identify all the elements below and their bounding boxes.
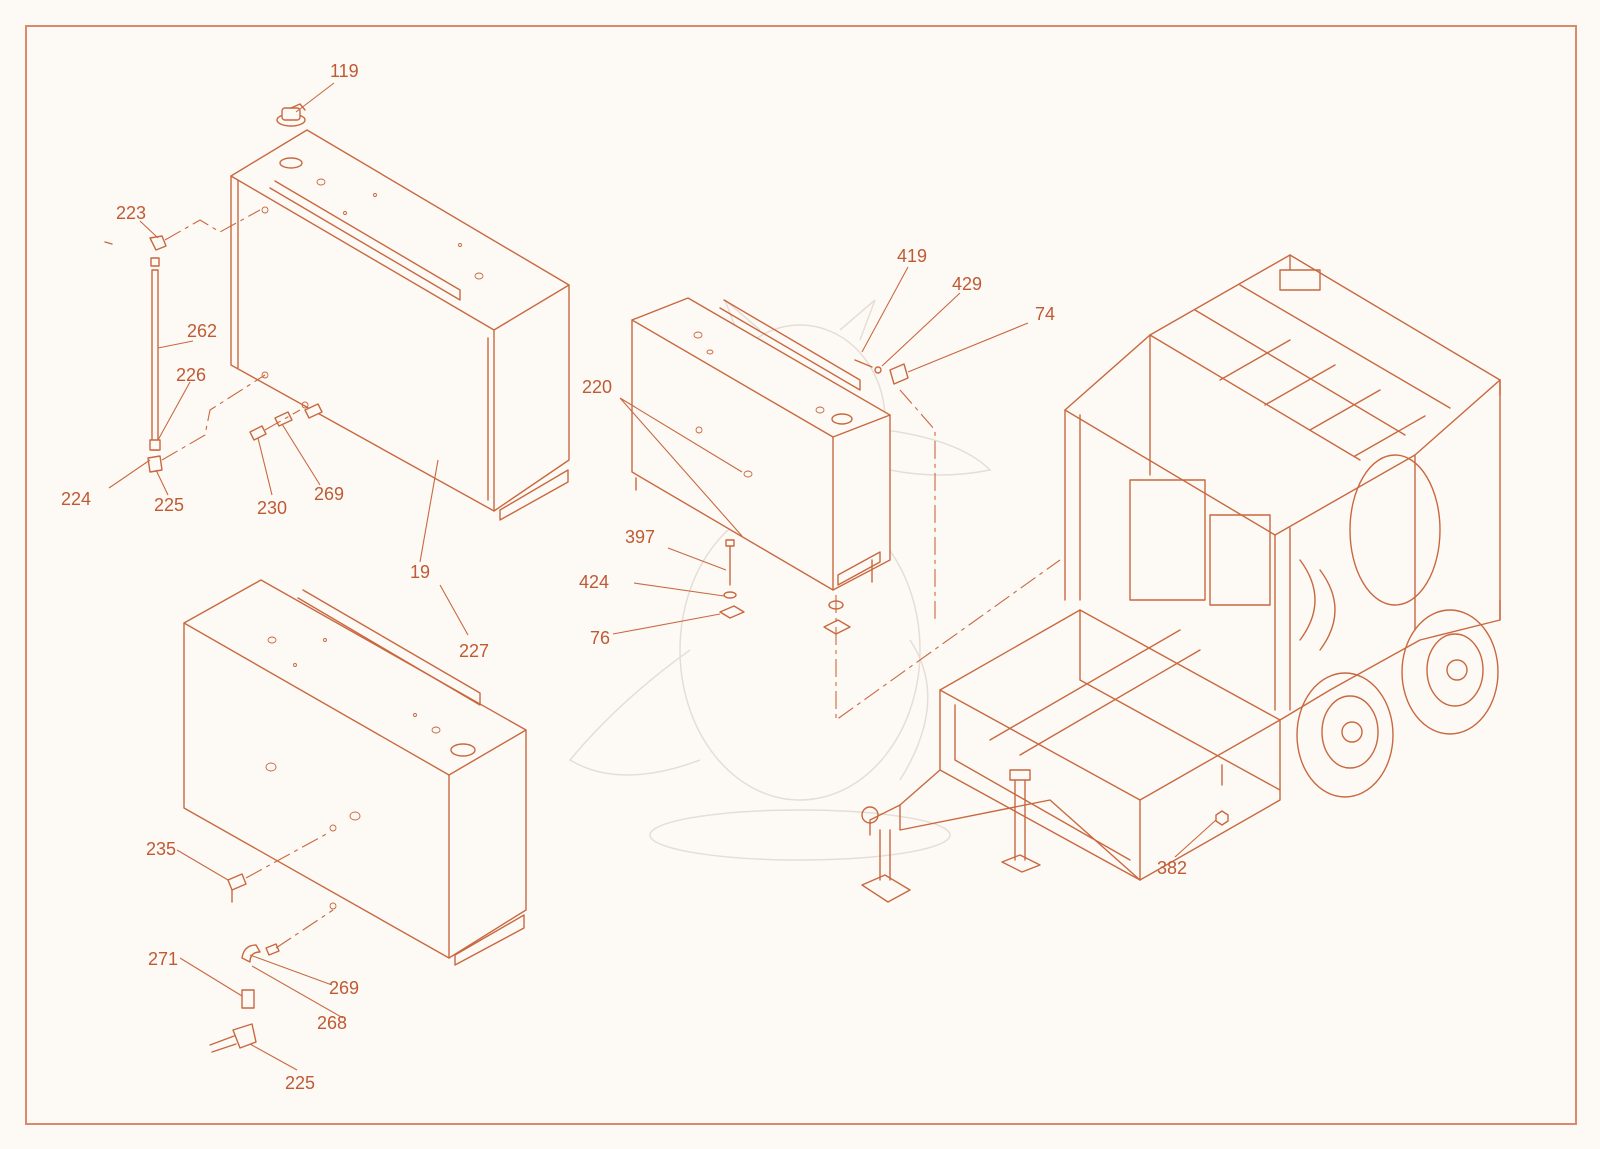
- bracket-hardware: [854, 359, 936, 620]
- mounting-hardware: [719, 539, 1061, 722]
- callout-74: 74: [1035, 304, 1055, 324]
- callout-labels: 119 223 262 226 224 225 230 269 19 227 2…: [61, 61, 1187, 1093]
- callout-271: 271: [148, 949, 178, 969]
- callout-227: 227: [459, 641, 489, 661]
- callout-230: 230: [257, 498, 287, 518]
- sight-gauge-assembly: [104, 209, 266, 473]
- callout-268: 268: [317, 1013, 347, 1033]
- callout-119: 119: [330, 61, 359, 81]
- callout-220: 220: [582, 377, 612, 397]
- callout-235: 235: [146, 839, 176, 859]
- callout-223: 223: [116, 203, 146, 223]
- callout-262: 262: [187, 321, 217, 341]
- callout-429: 429: [952, 274, 982, 294]
- callout-424: 424: [579, 572, 609, 592]
- callout-225-lower: 225: [285, 1073, 315, 1093]
- fittings-upper: [249, 403, 323, 441]
- callout-224: 224: [61, 489, 91, 509]
- callout-19: 19: [410, 562, 430, 582]
- callout-225-upper: 225: [154, 495, 184, 515]
- callout-76: 76: [590, 628, 610, 648]
- leader-lines: [108, 82, 1217, 1071]
- diagram-border: [25, 25, 1577, 1125]
- filler-cap-part-119: [276, 103, 306, 127]
- lower-tank: [183, 579, 527, 966]
- callout-269-upper: 269: [314, 484, 344, 504]
- upper-tank: [230, 129, 570, 521]
- callout-226: 226: [176, 365, 206, 385]
- callout-419: 419: [897, 246, 927, 266]
- callout-382: 382: [1157, 858, 1187, 878]
- middle-tank: [631, 297, 891, 591]
- callout-397: 397: [625, 527, 655, 547]
- callout-269-lower: 269: [329, 978, 359, 998]
- trailer-assembly: [861, 254, 1501, 903]
- fittings-lower: [209, 831, 334, 1053]
